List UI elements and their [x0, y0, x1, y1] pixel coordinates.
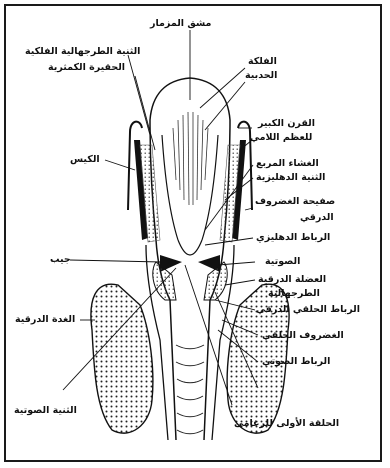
label-first-tracheal-ring: الحلقة الأولى للرغامى — [234, 418, 339, 429]
label-greater-horn: القرن الكبير — [258, 118, 315, 129]
label-epiglottis-tubercle: الحدبية — [245, 70, 277, 81]
label-vocal-ligament: الرباط الصوتي — [262, 356, 330, 367]
label-thyroarytenoid-muscle: العضلة الدرقية — [258, 274, 326, 285]
label-hyoid-bone: للعظم اللامي — [250, 132, 312, 143]
label-cricoid-cartilage: الغضروف الحلقي — [262, 330, 344, 341]
label-vocal-fold: الثنية الصوتية — [14, 405, 77, 416]
vocal-folds — [153, 255, 227, 300]
label-vestibular-fold: الثنية الدهليزية — [256, 172, 325, 183]
thyroid-gland-left — [91, 284, 153, 433]
tracheal-rings — [176, 345, 204, 434]
quadrate-membrane — [140, 145, 240, 242]
label-quadrate-membrane: الغشاء المربع — [256, 158, 319, 169]
label-vocalis: الصوتية — [265, 256, 300, 267]
label-vestibular-ligament: الرباط الدهليزي — [256, 232, 330, 243]
vestibule-lines — [162, 135, 218, 255]
label-sac: الكيس — [70, 154, 100, 165]
label-epiglottis: الفلكة — [248, 56, 277, 67]
label-sinus: جيب — [50, 254, 71, 265]
label-thyroarytenoid-muscle-2: الطرجهالية — [268, 288, 320, 299]
label-thyroid: الدرقي — [300, 212, 334, 223]
label-cricothyroid-ligament: الرباط الحلقي الدرقي — [256, 304, 360, 315]
label-thyroid-lamina: صفيحة الغضروف — [255, 196, 335, 207]
label-piriform-recess: الحقيرة الكمثرية — [48, 62, 125, 73]
label-glottis-slit: مشق المزمار — [150, 18, 211, 29]
label-thyroid-gland: الغدة الدرقية — [15, 314, 75, 325]
epiglottis-shading — [173, 112, 208, 205]
label-palatopharyngeal-fold: الثنية الطرجهالية الفلكية — [25, 46, 140, 57]
